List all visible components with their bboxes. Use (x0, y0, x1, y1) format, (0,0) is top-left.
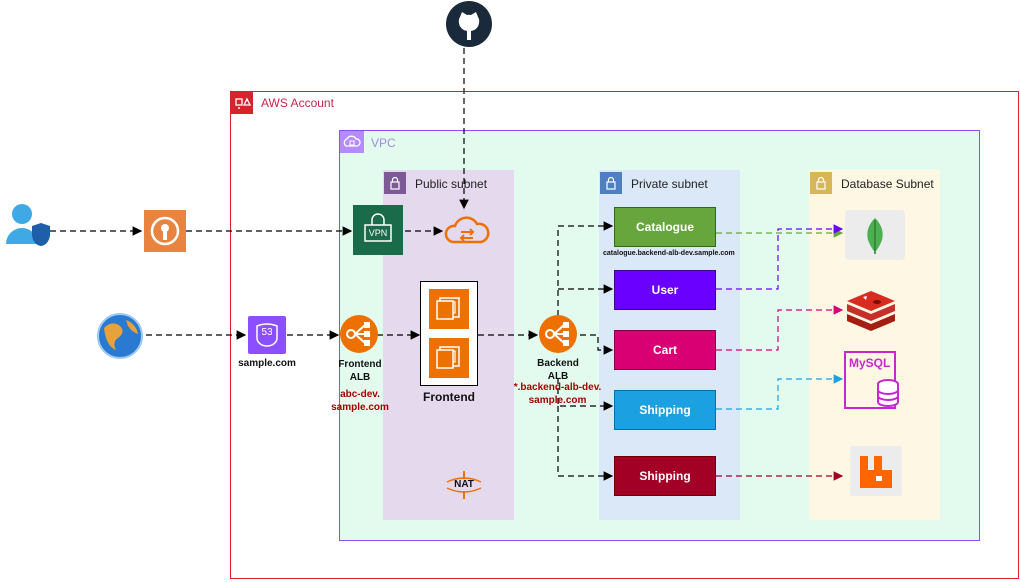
user-icon (4, 200, 50, 248)
private-subnet-lock-icon (600, 172, 622, 194)
frontend-label: Frontend (423, 390, 475, 404)
catalogue-host: catalogue.backend-alb-dev.sample.com (603, 250, 735, 257)
public-subnet-lock-icon (384, 172, 406, 194)
mongodb-icon (845, 210, 905, 260)
ec2-instance-icon (429, 338, 469, 378)
aws-account-icon (231, 92, 253, 114)
catalogue-service: Catalogue (614, 207, 716, 247)
frontend-instance-group (420, 281, 478, 386)
rabbitmq-icon (850, 446, 902, 496)
ec2-instance-icon (429, 289, 469, 329)
private-subnet-label: Private subnet (631, 177, 708, 191)
nat-gateway-icon: NAT (443, 470, 485, 500)
client-vpn-icon (144, 210, 186, 252)
nat-label: NAT (454, 479, 474, 490)
route53-badge: 53 (261, 327, 273, 338)
route53-domain: sample.com (238, 358, 296, 369)
redis-icon (845, 285, 897, 333)
frontend-alb-label: Frontend ALB (338, 359, 382, 383)
vpn-label: VPN (368, 228, 388, 238)
backend-alb-host: *.backend-alb-dev. sample.com (513, 382, 602, 406)
vpc-cloud-icon (340, 131, 364, 153)
public-subnet-label: Public subnet (415, 177, 488, 191)
mysql-label: MySQL (849, 356, 891, 370)
database-subnet-lock-icon (810, 172, 832, 194)
vpn-gateway-icon: VPN (353, 205, 403, 255)
frontend-alb-icon (339, 314, 379, 354)
cart-service: Cart (614, 330, 716, 370)
mysql-icon: MySQL (843, 350, 905, 410)
backend-alb-icon (538, 314, 578, 354)
database-subnet-label: Database Subnet (841, 177, 934, 191)
shipping-service-2: Shipping (614, 456, 716, 496)
shipping-service: Shipping (614, 390, 716, 430)
user-service: User (614, 270, 716, 310)
backend-alb-label: Backend ALB (537, 358, 579, 382)
github-icon (443, 0, 495, 48)
frontend-alb-host: abc-dev. sample.com (331, 389, 389, 413)
aws-account-label: AWS Account (261, 96, 334, 110)
internet-globe-icon (96, 312, 144, 360)
vpc-label: VPC (371, 136, 396, 150)
internet-gateway-icon (443, 208, 491, 254)
route53-icon: 53 (248, 316, 286, 354)
